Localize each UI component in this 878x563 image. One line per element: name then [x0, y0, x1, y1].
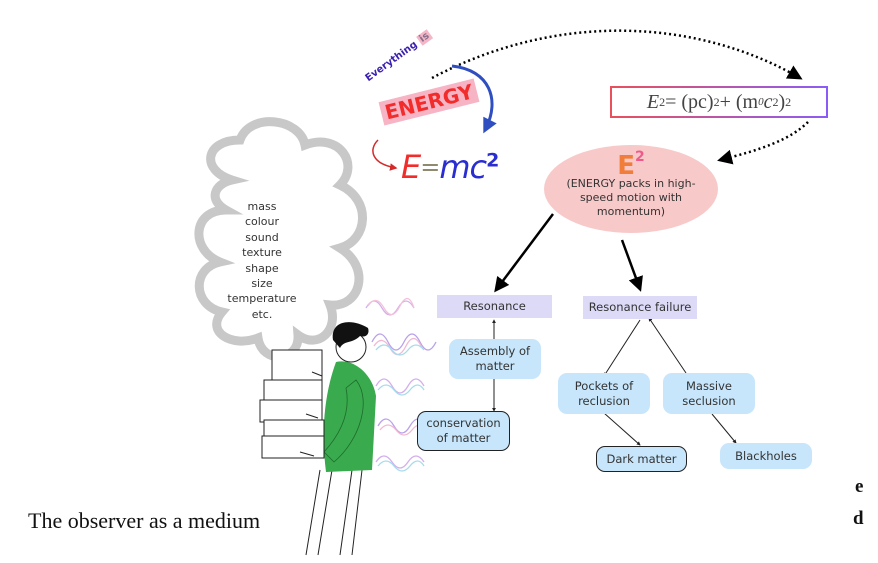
observer-person-illustration	[259, 322, 376, 556]
side-letter-d: d	[853, 508, 864, 529]
property-item: shape	[245, 261, 279, 275]
energy-ellipse-label: E2 (ENERGY packs in high- speed motion w…	[544, 149, 718, 219]
node-text: conservation	[426, 416, 501, 430]
formula-sub: 0	[758, 96, 764, 108]
connector-pockets-darkmatter	[603, 412, 641, 446]
equation-equals: =	[420, 153, 440, 181]
node-dark-matter: Dark matter	[596, 446, 687, 472]
node-blackholes: Blackholes	[720, 443, 812, 469]
formula-eq: = (pc)	[665, 90, 714, 113]
node-text: Assembly of	[459, 344, 531, 358]
energy-desc-line: speed motion with	[579, 191, 683, 204]
node-text: matter	[475, 359, 515, 373]
formula-c-exp: 2	[772, 94, 779, 109]
node-text: Pockets of	[574, 378, 634, 393]
node-text: reclusion	[578, 393, 630, 408]
formula-plus: + (m	[719, 90, 759, 113]
equation-exponent: 2	[486, 149, 499, 172]
energy-desc-line: (ENERGY packs in high-	[566, 177, 696, 190]
equation-e: E	[401, 148, 421, 186]
red-curved-arrow	[372, 139, 398, 171]
node-resonance: Resonance	[437, 295, 552, 318]
energy-ellipse-node	[544, 145, 718, 233]
node-pockets-of-reclusion: Pockets of reclusion	[558, 373, 650, 414]
connector-massive-blackholes	[711, 413, 737, 444]
node-text: seclusion	[682, 393, 736, 408]
cloud-properties-list: mass colour sound texture shape size tem…	[212, 199, 312, 322]
node-resonance-failure: Resonance failure	[583, 296, 697, 319]
arrow-to-resonance	[494, 213, 554, 293]
dotted-arc-arrow	[431, 29, 803, 80]
arrow-to-resonance-failure	[620, 239, 643, 292]
formula-close: )	[778, 90, 786, 113]
energy-desc-line: momentum)	[596, 205, 666, 218]
property-item: etc.	[251, 307, 273, 321]
formula-pc-exp: 2	[713, 94, 720, 109]
caption-observer-medium: The observer as a medium	[28, 508, 261, 533]
node-text: of matter	[436, 431, 491, 445]
energy-symbol: E	[617, 151, 635, 181]
property-item: colour	[244, 215, 280, 229]
property-item: sound	[245, 230, 279, 244]
connector-failure-pockets	[603, 319, 641, 377]
node-assembly-of-matter: Assembly of matter	[449, 339, 541, 379]
property-item: mass	[247, 200, 277, 213]
formula-c: c	[763, 90, 773, 113]
property-item: size	[251, 277, 273, 291]
formula-outer-exp: 2	[785, 94, 792, 109]
node-massive-seclusion: Massive seclusion	[663, 373, 755, 414]
property-item: texture	[242, 246, 282, 260]
thought-cloud	[194, 117, 367, 362]
side-letter-e: e	[855, 476, 864, 497]
property-item: temperature	[227, 292, 297, 306]
equation-mc: mc	[439, 148, 487, 186]
node-text: Massive	[685, 378, 733, 393]
connector-massive-failure	[648, 317, 687, 374]
emc-squared-equation: E=mc2	[401, 148, 499, 186]
blue-curved-arrow	[451, 64, 497, 134]
energy-exponent: 2	[635, 149, 645, 165]
formula-lhs: E	[646, 90, 660, 113]
dotted-formula-arrow	[717, 121, 809, 165]
node-conservation-of-matter: conservation of matter	[417, 411, 510, 451]
formula-lhs-exp: 2	[659, 94, 666, 109]
energy-description: (ENERGY packs in high- speed motion with…	[544, 177, 718, 219]
